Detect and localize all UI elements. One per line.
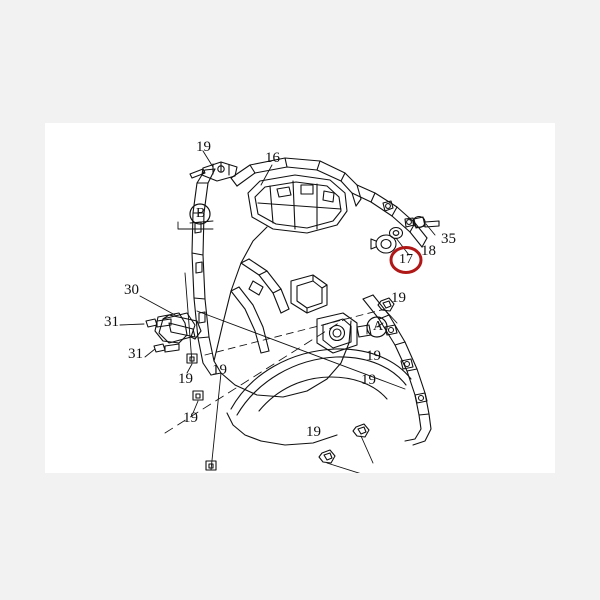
section-mark-a-circle xyxy=(366,316,388,338)
callout-16: 16 xyxy=(265,150,280,166)
section-mark-b-circle xyxy=(189,203,211,225)
highlight-label-17: 17 xyxy=(399,252,413,267)
callout-31-lower: 31 xyxy=(128,346,143,362)
callout-18: 18 xyxy=(421,243,436,259)
callout-31-upper: 31 xyxy=(104,314,119,330)
callout-19-mid-left: 19 xyxy=(178,371,193,387)
callout-30: 30 xyxy=(124,282,139,298)
parts-illustration xyxy=(119,150,440,473)
callout-19-bot-ctr: 19 xyxy=(361,372,376,388)
callout-19-bottom: 19 xyxy=(306,424,321,440)
callout-19-mid-ctr: 19 xyxy=(366,348,381,364)
callout-19-low-left: 19 xyxy=(183,410,198,426)
callout-19-top: 19 xyxy=(196,139,211,155)
callout-19-right: 19 xyxy=(391,290,406,306)
highlight-ring-17 xyxy=(389,246,423,274)
callout-19-bot-left: 19 xyxy=(212,362,227,378)
diagram-canvas: 19 16 19 19 30 31 31 19 19 19 19 19 18 3… xyxy=(45,123,555,473)
section-mark-b-label: B xyxy=(196,206,206,221)
callout-35: 35 xyxy=(441,231,456,247)
section-mark-a-label: A xyxy=(373,319,384,334)
